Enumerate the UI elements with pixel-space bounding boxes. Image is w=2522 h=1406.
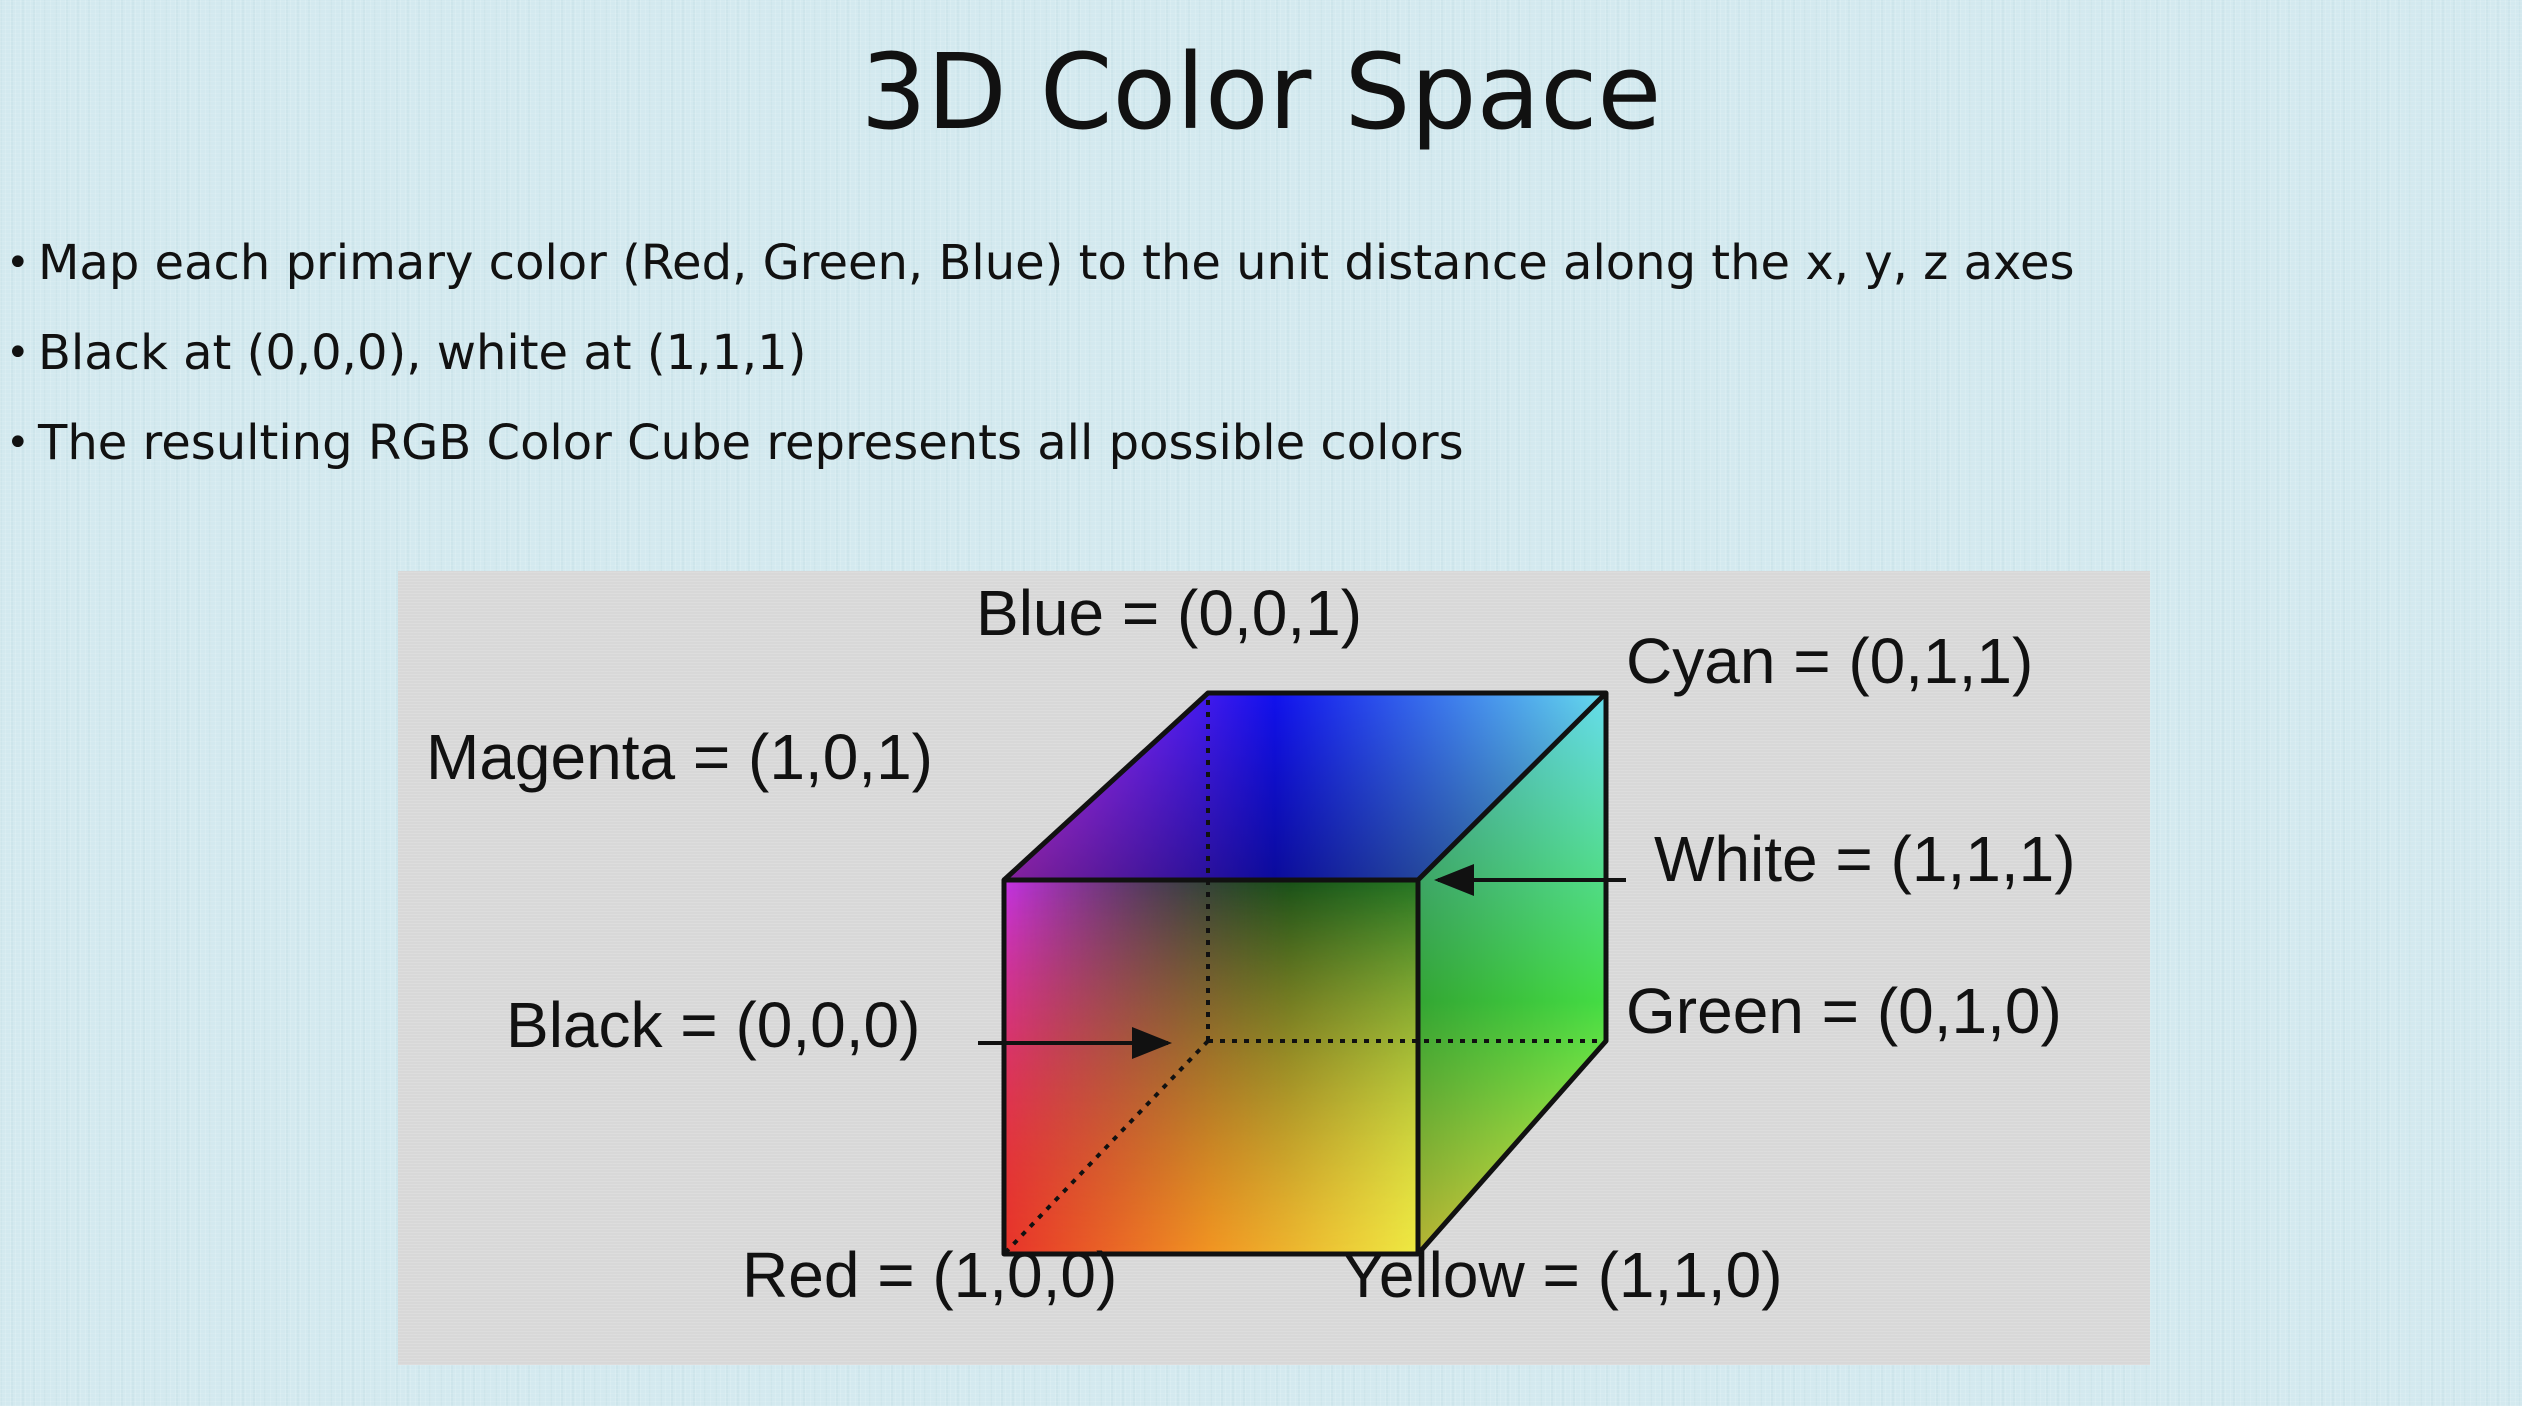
bullet-text: Black at (0,0,0), white at (1,1,1): [38, 325, 807, 381]
bullet-dot-icon: •: [6, 240, 30, 286]
rgb-cube-figure: Blue = (0,0,1) Cyan = (0,1,1) Magenta = …: [398, 571, 2150, 1365]
hidden-edge-black-red: [1002, 1039, 1210, 1256]
label-magenta: Magenta = (1,0,1): [426, 721, 933, 793]
bullet-text: Map each primary color (Red, Green, Blue…: [38, 235, 2075, 291]
bullet-dot-icon: •: [6, 330, 30, 376]
bullet-item: •Black at (0,0,0), white at (1,1,1): [0, 318, 2100, 408]
bullet-list: •Map each primary color (Red, Green, Blu…: [0, 228, 2100, 498]
label-white: White = (1,1,1): [1654, 823, 2076, 895]
label-red: Red = (1,0,0): [742, 1239, 1117, 1311]
label-black: Black = (0,0,0): [506, 989, 920, 1061]
cube-edges: [1001, 690, 1609, 1257]
cube-top-face-shade: [1004, 693, 1606, 880]
bullet-item: •The resulting RGB Color Cube represents…: [0, 408, 2100, 498]
label-green: Green = (0,1,0): [1626, 975, 2062, 1047]
slide-title: 3D Color Space: [860, 31, 1662, 153]
rgb-cube-diagram: Blue = (0,0,1) Cyan = (0,1,1) Magenta = …: [426, 577, 2076, 1311]
label-cyan: Cyan = (0,1,1): [1626, 625, 2033, 697]
label-blue: Blue = (0,0,1): [976, 577, 1362, 649]
bullet-text: The resulting RGB Color Cube represents …: [38, 415, 1464, 471]
bullet-item: •Map each primary color (Red, Green, Blu…: [0, 228, 2100, 318]
label-yellow: Yellow = (1,1,0): [1342, 1239, 1783, 1311]
bullet-dot-icon: •: [6, 420, 30, 466]
cube-front-bottom-tint: [1004, 880, 1418, 1254]
